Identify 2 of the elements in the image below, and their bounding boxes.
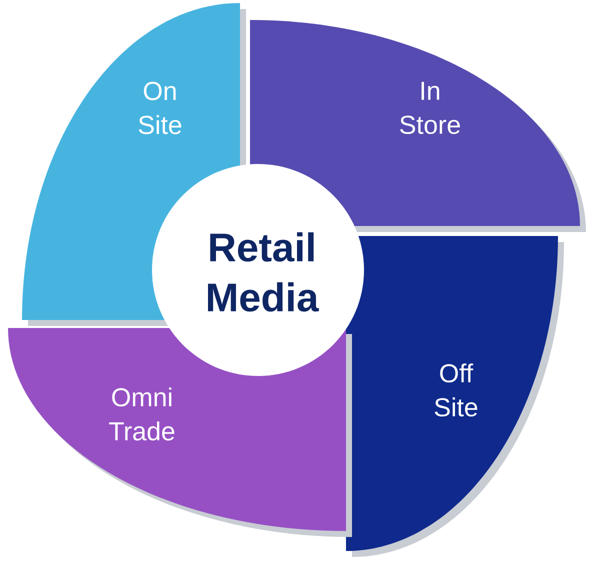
- segment: In Store: [250, 20, 586, 232]
- segment: Off Site: [346, 236, 564, 557]
